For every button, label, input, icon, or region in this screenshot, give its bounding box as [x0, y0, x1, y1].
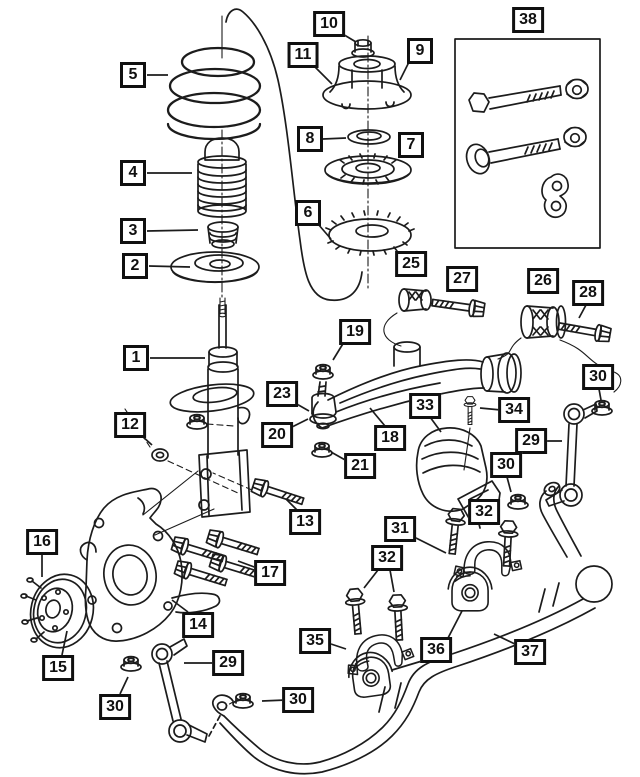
callout-30-3[interactable]: 30: [99, 694, 131, 720]
kit-bolt-1: [468, 85, 562, 113]
leader-line: [317, 223, 332, 240]
callout-32-2[interactable]: 32: [371, 545, 403, 571]
heat-shield-bolt-line: [463, 427, 471, 471]
leader-line: [369, 407, 386, 427]
leader-line: [578, 304, 587, 319]
callout-38[interactable]: 38: [512, 7, 544, 33]
bumper-cup: [207, 221, 239, 249]
stabilizer-bar: [212, 481, 613, 775]
kit-link-plate: [541, 173, 569, 218]
bar-end-dash: [225, 701, 234, 707]
callout-4[interactable]: 4: [120, 160, 146, 186]
callout-18[interactable]: 18: [374, 425, 406, 451]
callout-1[interactable]: 1: [123, 345, 149, 371]
stabilizer-link-left: [151, 638, 222, 743]
callout-25[interactable]: 25: [395, 251, 427, 277]
leader-line: [237, 560, 258, 569]
leader-line: [61, 630, 68, 656]
callout-5[interactable]: 5: [120, 62, 146, 88]
leader-line: [391, 660, 423, 671]
leader-line: [493, 633, 518, 646]
callout-30[interactable]: 30: [582, 364, 614, 390]
spring-seat: [170, 251, 260, 284]
leader-line: [313, 65, 333, 85]
callout-30-4[interactable]: 30: [282, 687, 314, 713]
callout-8[interactable]: 8: [297, 126, 323, 152]
leader-line: [411, 535, 447, 554]
leader-line: [148, 265, 191, 268]
leader-line: [289, 418, 309, 429]
leader-line: [285, 498, 298, 511]
callout-2[interactable]: 2: [122, 253, 148, 279]
heat-shield: [415, 427, 501, 529]
callout-28[interactable]: 28: [572, 280, 604, 306]
callout-19[interactable]: 19: [339, 319, 371, 345]
leader-line: [332, 341, 345, 361]
leader-line: [146, 229, 199, 232]
callout-17[interactable]: 17: [254, 560, 286, 586]
leader-line: [363, 569, 379, 589]
squiggle-leaders: [383, 312, 622, 393]
callout-10[interactable]: 10: [313, 11, 345, 37]
leader-line: [389, 569, 395, 593]
callout-27[interactable]: 27: [446, 266, 478, 292]
callout-6[interactable]: 6: [295, 200, 321, 226]
spring-isolator: [325, 210, 415, 256]
callout-9[interactable]: 9: [407, 38, 433, 64]
strut: [169, 304, 255, 518]
callout-15[interactable]: 15: [42, 655, 74, 681]
hardware-kit-panel: [454, 38, 601, 249]
callout-14[interactable]: 14: [182, 612, 214, 638]
leader-line: [322, 137, 347, 140]
callout-29-2[interactable]: 29: [212, 650, 244, 676]
front-bushing: [398, 288, 432, 312]
leader-line: [598, 388, 602, 401]
callout-13[interactable]: 13: [289, 509, 321, 535]
callout-32[interactable]: 32: [468, 499, 500, 525]
leader-line: [429, 416, 442, 433]
callout-7[interactable]: 7: [398, 132, 424, 158]
callout-16[interactable]: 16: [26, 529, 58, 555]
callout-21[interactable]: 21: [344, 453, 376, 479]
callout-12[interactable]: 12: [114, 412, 146, 438]
callout-3[interactable]: 3: [120, 218, 146, 244]
callout-26[interactable]: 26: [527, 268, 559, 294]
callout-11[interactable]: 11: [287, 42, 319, 68]
kit-bolt-2: [465, 138, 561, 175]
leader-line: [119, 676, 129, 695]
grouping-curve: [225, 8, 363, 301]
leader-line: [327, 642, 347, 650]
callout-20[interactable]: 20: [261, 422, 293, 448]
strut-grommet: [151, 448, 169, 462]
stabilizer-link-right: [545, 403, 598, 507]
callout-23[interactable]: 23: [266, 381, 298, 407]
leader-line: [399, 61, 410, 81]
jounce-bumper: [197, 137, 247, 218]
leader-line: [447, 610, 463, 639]
mount-washer: [347, 129, 391, 145]
leader-line: [506, 476, 512, 493]
leader-lines: [41, 32, 602, 702]
callout-31[interactable]: 31: [384, 516, 416, 542]
callout-33[interactable]: 33: [409, 393, 441, 419]
hub-bearing: [20, 573, 95, 649]
rear-bushing: [520, 305, 567, 339]
leader-line: [171, 599, 189, 613]
leader-line: [261, 699, 287, 702]
strut-mount: [322, 55, 412, 110]
ball-joint: [309, 381, 337, 430]
callout-29[interactable]: 29: [515, 428, 547, 454]
callout-30-2[interactable]: 30: [490, 452, 522, 478]
callout-35[interactable]: 35: [299, 628, 331, 654]
mount-nut: [351, 38, 375, 58]
callout-36[interactable]: 36: [420, 637, 452, 663]
callout-34[interactable]: 34: [498, 397, 530, 423]
leader-line: [479, 407, 502, 411]
callout-37[interactable]: 37: [514, 639, 546, 665]
